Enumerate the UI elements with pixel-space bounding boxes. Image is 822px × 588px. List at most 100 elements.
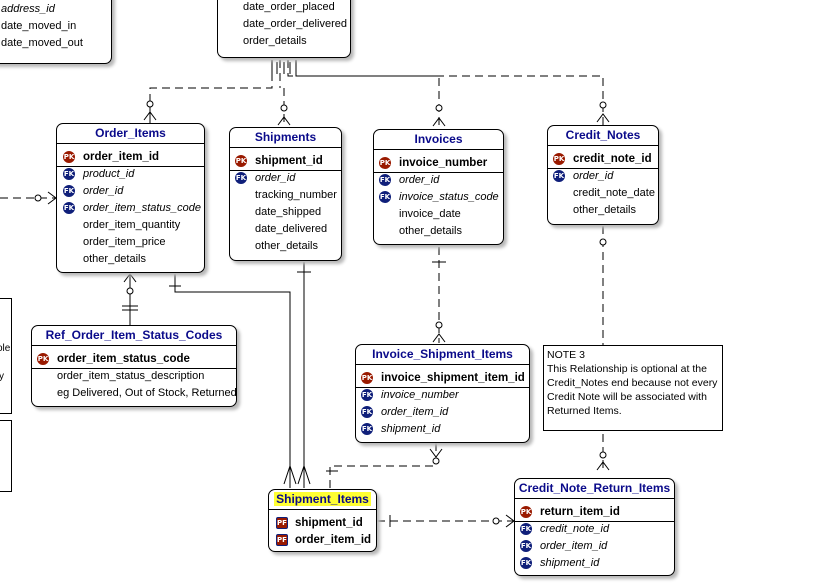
partial-entity-top-left: address_id date_moved_in date_moved_out [0,0,112,64]
attribute-row[interactable]: date_delivered [230,221,341,238]
attribute-name: shipment_id [381,423,441,435]
attribute-name: eg Delivered, Out of Stock, Returned [57,387,237,399]
entity-title: Credit_Note_Return_Items [515,479,674,499]
entity-title: Invoice_Shipment_Items [356,345,529,365]
note-3-heading: NOTE 3 [547,349,585,361]
attribute-name: return_item_id [540,506,620,518]
foreign-key-icon: FK [63,185,75,197]
foreign-key-icon: FK [361,423,373,435]
partial-entity-left-middle: ole y [0,298,12,414]
attribute-row[interactable]: PK credit_note_id [548,151,658,168]
attribute-name: shipment_id [295,517,363,529]
attribute-name: other_details [83,253,146,265]
partial-entity-orders: date_order_placed date_order_delivered o… [217,0,351,58]
attribute-name: shipment_id [255,155,323,167]
attribute-row[interactable]: PK shipment_id [230,153,341,170]
entity-title-text: Shipment_Items [274,492,371,506]
entity-title: Shipment_Items [269,490,376,510]
primary-key-icon: PK [235,155,247,167]
primary-key-icon: PK [553,153,565,165]
entity-title: Invoices [374,130,503,150]
attribute-row[interactable]: FK shipment_id [356,421,529,438]
attribute-name: date_delivered [255,223,328,235]
attribute-row[interactable]: FK order_item_id [515,538,674,555]
foreign-key-icon: FK [520,540,532,552]
attribute-row[interactable]: other_details [57,251,204,268]
attribute-row[interactable]: other_details [548,202,658,219]
frag-order-details: order_details [243,35,307,47]
attribute-name: tracking_number [255,189,337,201]
frag-address-id: address_id [1,3,55,15]
attribute-row[interactable]: PF shipment_id [269,515,376,532]
frag-left-text-1: ole [0,343,11,354]
foreign-key-icon: FK [235,172,247,184]
entity-title-text: Invoices [414,132,463,146]
foreign-key-icon: FK [379,191,391,203]
attribute-name: order_item_id [540,540,608,552]
frag-date-order-delivered: date_order_delivered [243,18,347,30]
attribute-name: credit_note_id [573,153,652,165]
attribute-row[interactable]: credit_note_date [548,185,658,202]
attribute-row[interactable]: invoice_date [374,206,503,223]
attribute-name: credit_note_id [540,523,610,535]
entity-title-text: Credit_Notes [565,128,641,142]
attribute-name: other_details [255,240,318,252]
attribute-row[interactable]: FK order_id [57,183,204,200]
entity-title-text: Invoice_Shipment_Items [372,347,513,361]
attribute-row[interactable]: FK invoice_number [356,387,529,404]
attribute-name: order_item_price [83,236,166,248]
attribute-row[interactable]: FK order_item_status_code [57,200,204,217]
foreign-key-icon: FK [361,406,373,418]
entity-title-text: Order_Items [95,126,166,140]
attribute-row[interactable]: date_shipped [230,204,341,221]
attribute-row[interactable]: eg Delivered, Out of Stock, Returned [32,385,237,402]
foreign-key-icon: FK [361,389,373,401]
attribute-name: order_item_id [295,534,372,546]
foreign-key-icon: FK [379,174,391,186]
attribute-row[interactable]: order_item_status_description [32,368,236,385]
note-3-text: This Relationship is optional at the Cre… [547,363,718,417]
attribute-name: order_item_id [381,406,449,418]
entity-title-text: Shipments [254,130,317,144]
attribute-name: order_item_status_code [83,202,202,214]
attribute-row[interactable]: order_item_price [57,234,204,251]
rel-orders-invoices [287,60,440,129]
rel-order-items-shipment-items [174,274,291,488]
attribute-row[interactable]: tracking_number [230,187,341,204]
entity-title: Order_Items [57,124,204,144]
attribute-name: order_id [83,185,124,197]
primary-foreign-key-icon: PF [276,517,288,529]
attribute-name: other_details [573,204,636,216]
foreign-key-icon: FK [63,202,75,214]
attribute-row[interactable]: other_details [230,238,341,255]
attribute-row[interactable]: other_details [374,223,503,240]
attribute-name: invoice_number [381,389,459,401]
rel-orders-order-items [149,60,273,123]
attribute-row[interactable]: FK order_item_id [356,404,529,421]
attribute-name: order_item_id [83,151,160,163]
rel-shipment-items-isi [329,443,437,488]
attribute-row[interactable]: order_item_quantity [57,217,204,234]
